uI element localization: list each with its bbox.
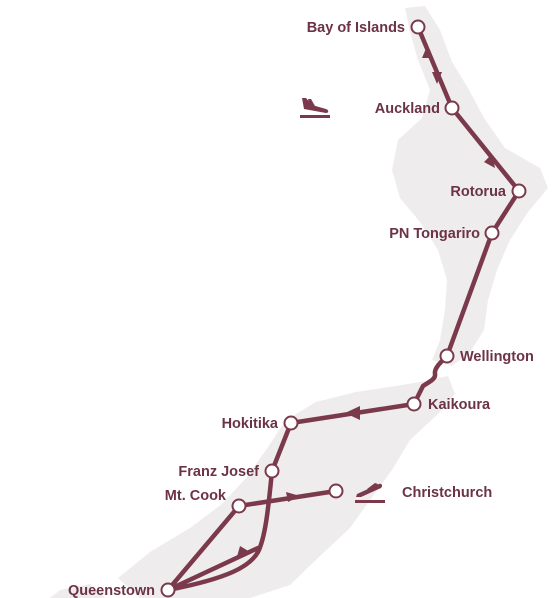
route-arrow-down-1 [432, 72, 442, 84]
label-christchurch: Christchurch [402, 485, 492, 501]
route-arrow-west [345, 406, 360, 420]
route-arrow-south [236, 546, 250, 560]
label-queenstown: Queenstown [68, 583, 155, 598]
south-island [118, 376, 455, 598]
label-auckland: Auckland [375, 101, 440, 117]
stop-marker-mt-cook[interactable] [231, 498, 247, 514]
label-hokitika: Hokitika [222, 416, 279, 432]
stop-marker-franz-josef[interactable] [264, 463, 280, 479]
label-tongariro: PN Tongariro [389, 226, 480, 242]
stop-marker-bay-of-islands[interactable] [410, 19, 426, 35]
plane-takeoff-icon [355, 483, 385, 503]
label-mt-cook: Mt. Cook [165, 488, 227, 504]
label-rotorua: Rotorua [450, 184, 507, 200]
stop-marker-rotorua[interactable] [511, 183, 527, 199]
stop-marker-auckland[interactable] [444, 100, 460, 116]
stewart-island [50, 584, 105, 598]
plane-landing-icon [300, 98, 330, 118]
north-island [392, 6, 548, 366]
route-arrow-up-1 [422, 46, 432, 58]
label-kaikoura: Kaikoura [428, 397, 491, 413]
route-arrow-down-2 [484, 154, 495, 168]
label-wellington: Wellington [460, 349, 534, 365]
stop-marker-christchurch[interactable] [328, 483, 344, 499]
route-arrow-east [286, 492, 300, 502]
stop-marker-tongariro[interactable] [484, 225, 500, 241]
label-franz-josef: Franz Josef [178, 464, 259, 480]
stop-marker-kaikoura[interactable] [406, 396, 422, 412]
stop-marker-queenstown[interactable] [160, 582, 176, 598]
label-bay-of-islands: Bay of Islands [307, 20, 405, 36]
stop-marker-wellington[interactable] [439, 348, 455, 364]
stop-marker-hokitika[interactable] [283, 415, 299, 431]
